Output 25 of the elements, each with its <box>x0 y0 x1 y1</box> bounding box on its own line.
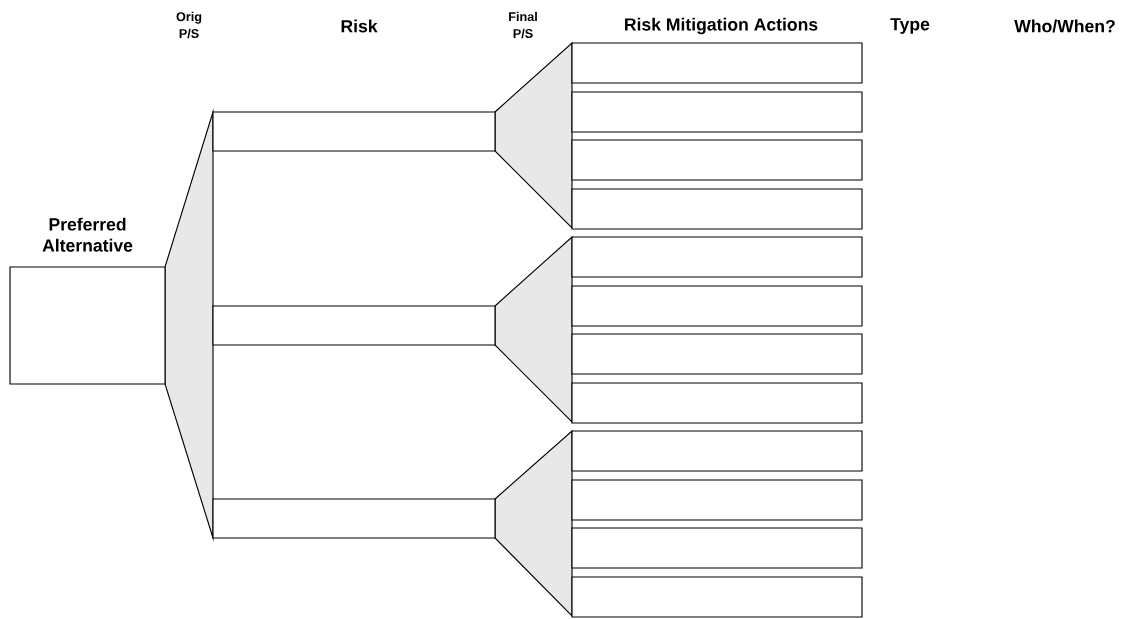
column-heading: Orig P/S <box>176 11 202 39</box>
box-heading: Preferred Alternative <box>42 217 133 252</box>
entry-box <box>571 382 863 424</box>
entry-box <box>571 430 863 472</box>
entry-box <box>571 42 863 84</box>
column-heading: Who/When? <box>1014 19 1115 33</box>
entry-box <box>571 236 863 278</box>
column-heading: Risk <box>341 19 378 33</box>
fan-shape <box>164 108 214 542</box>
entry-box <box>571 285 863 327</box>
fan-shape <box>494 41 573 230</box>
entry-box <box>571 188 863 230</box>
column-heading: Type <box>890 18 930 34</box>
entry-box <box>571 333 863 375</box>
entry-box <box>212 111 496 152</box>
entry-box <box>212 498 496 539</box>
entry-box <box>571 576 863 618</box>
fan-shape <box>494 429 573 618</box>
entry-box <box>571 139 863 181</box>
column-heading: Final P/S <box>509 11 537 39</box>
fan-shape <box>494 235 573 424</box>
entry-box <box>212 305 496 346</box>
entry-box <box>571 527 863 569</box>
entry-box <box>571 479 863 521</box>
entry-box <box>571 91 863 133</box>
